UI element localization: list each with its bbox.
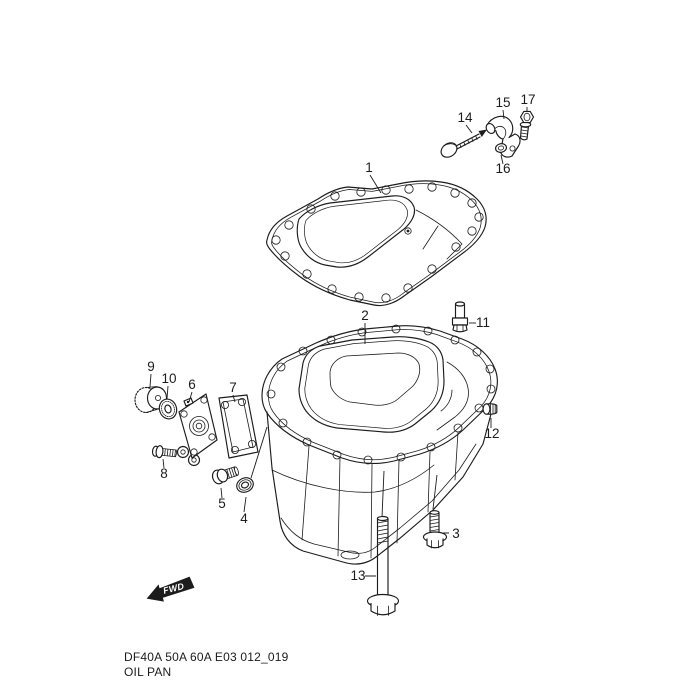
pan-foot-boss xyxy=(340,550,360,560)
rod-hatching xyxy=(459,136,478,148)
fwd-arrow-icon xyxy=(146,576,195,602)
part-17-union-bolt xyxy=(519,110,535,141)
part-5-drain-plug xyxy=(211,466,239,485)
part-6-cover-plate xyxy=(176,393,218,467)
callout-16: 16 xyxy=(495,161,510,176)
part-12-plug xyxy=(482,403,498,415)
footer: DF40A 50A 60A E03 012_019 OIL PAN xyxy=(124,650,288,680)
thread-hatching xyxy=(429,515,440,535)
callout-5: 5 xyxy=(218,496,226,511)
plate-boss xyxy=(189,416,209,436)
plug-hatching xyxy=(490,403,496,415)
leader-lines xyxy=(149,107,528,577)
part-11-plug xyxy=(451,301,469,333)
part-7-plate-gasket xyxy=(218,394,259,459)
gasket-fitting-hole xyxy=(404,227,412,235)
thread-hatching xyxy=(226,466,237,479)
part-16-washer xyxy=(494,143,508,153)
callout-13: 13 xyxy=(350,568,365,583)
thread-hatching xyxy=(520,126,529,138)
callout-11: 11 xyxy=(476,315,490,330)
part-4-washer xyxy=(236,477,254,493)
part-14-gauge-rod xyxy=(440,129,487,158)
callout-9: 9 xyxy=(147,359,155,374)
plate-ear xyxy=(176,445,190,459)
part-10-seal xyxy=(158,398,178,420)
callout-4: 4 xyxy=(240,511,248,526)
callout-8: 8 xyxy=(160,466,168,481)
callout-6: 6 xyxy=(188,377,196,392)
callout-7: 7 xyxy=(229,380,237,395)
part-15-union xyxy=(485,115,521,158)
callout-14: 14 xyxy=(457,110,473,125)
thread-hatching xyxy=(377,520,389,544)
callout-15: 15 xyxy=(495,95,510,110)
callout-2: 2 xyxy=(361,308,369,323)
callout-10: 10 xyxy=(161,371,176,386)
part-8-bolt xyxy=(151,445,177,459)
gasket-bolt-holes xyxy=(271,182,484,303)
callout-17: 17 xyxy=(520,92,535,107)
thread-hatching xyxy=(164,448,176,457)
fwd-marker: FWD xyxy=(146,576,195,602)
callout-3: 3 xyxy=(452,526,460,541)
callout-12: 12 xyxy=(484,426,499,441)
part-1-gasket xyxy=(266,180,487,307)
footer-model-code: DF40A 50A 60A E03 012_019 xyxy=(124,650,289,664)
callout-1: 1 xyxy=(365,160,373,175)
pan-rim-bolt-holes xyxy=(266,324,496,465)
part-2-oil-pan xyxy=(261,324,498,565)
footer-page-title: OIL PAN xyxy=(124,665,172,679)
part-3-bolt xyxy=(422,510,448,549)
part-13-long-bolt xyxy=(366,515,400,616)
rod-arrowhead xyxy=(478,129,487,137)
